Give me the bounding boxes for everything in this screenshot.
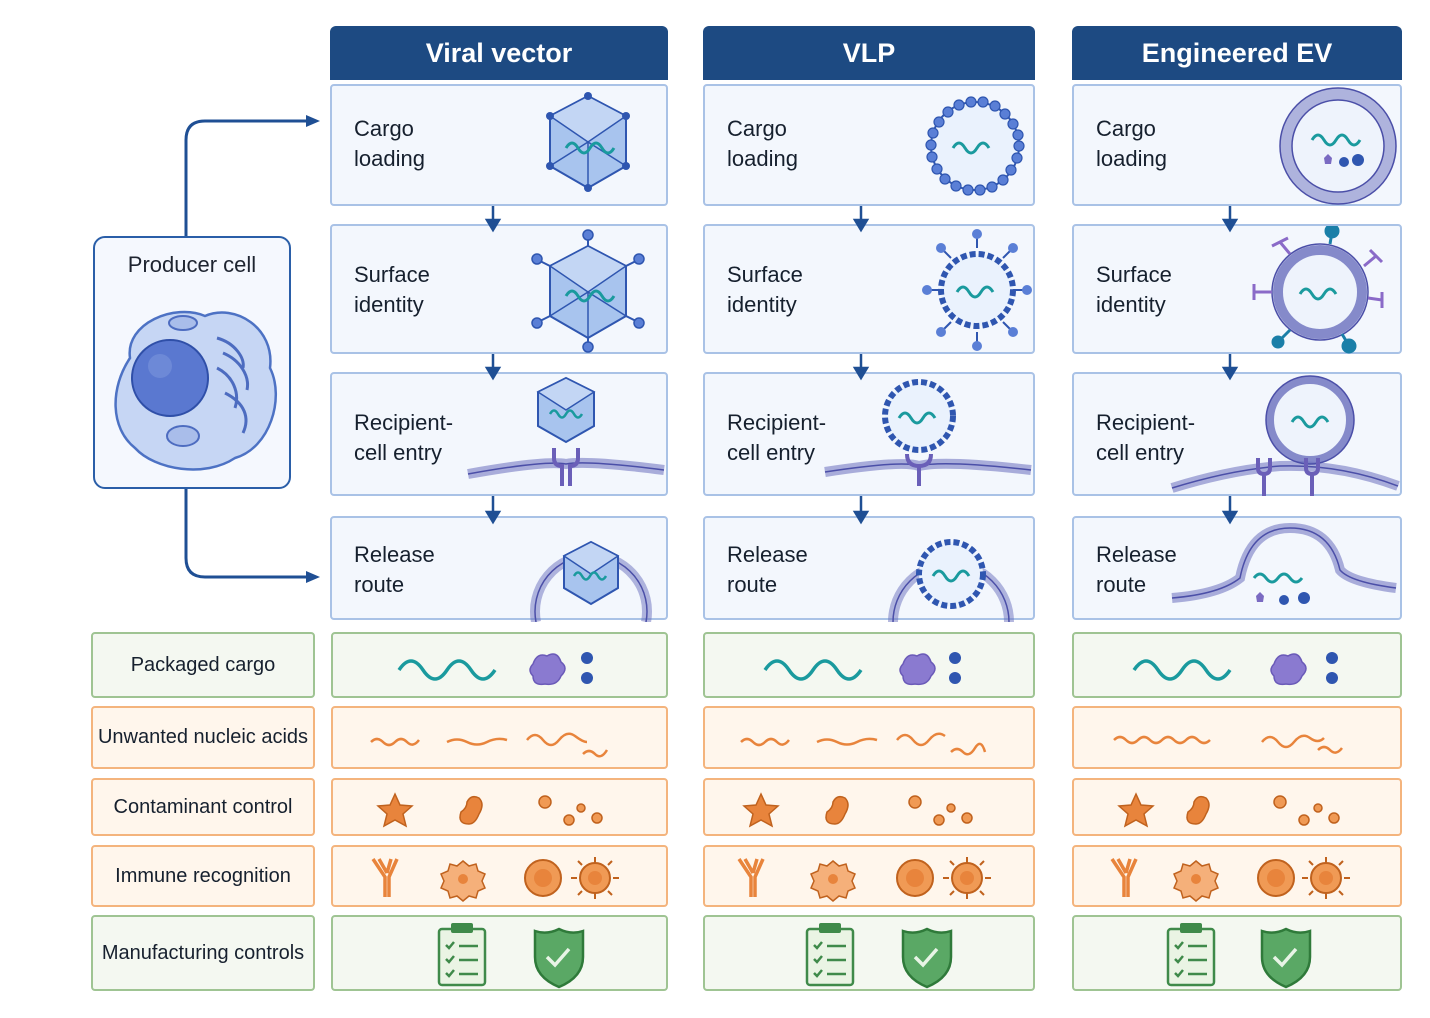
ev-nucleic-acids-cell xyxy=(1072,706,1402,769)
vlp-nucleic-acids-cell xyxy=(703,706,1035,769)
vlp-contaminant-cell xyxy=(703,778,1035,836)
vlp-in-endosome-icon xyxy=(888,539,1014,622)
ev-surface-identity-stage: Surface identity xyxy=(1072,224,1402,354)
capsid-with-spikes-icon xyxy=(531,229,645,353)
checklist-shield-icon xyxy=(805,923,953,989)
contaminant-particles-icon xyxy=(742,792,973,828)
row-label-unwanted-nucleic-acids: Unwanted nucleic acids xyxy=(91,706,315,769)
immune-antibody-cells-icon xyxy=(371,857,619,902)
ev-cargo-loading-stage: Cargo loading xyxy=(1072,84,1402,206)
column-header-viral-vector: Viral vector xyxy=(330,26,668,80)
viral-cargo-loading-stage: Cargo loading xyxy=(330,84,668,206)
stage-label: Release route xyxy=(354,542,435,597)
producer-cell-box: Producer cell xyxy=(93,236,291,489)
viral-surface-identity-stage: Surface identity xyxy=(330,224,668,354)
checklist-shield-icon xyxy=(1166,923,1312,989)
stage-label: Cargo loading xyxy=(727,116,798,171)
vlp-surface-identity-stage: Surface identity xyxy=(703,224,1035,354)
ev-manufacturing-cell xyxy=(1072,915,1402,991)
column-header-engineered-ev: Engineered EV xyxy=(1072,26,1402,80)
viral-packaged-cargo-cell xyxy=(331,632,668,698)
stage-label: Release route xyxy=(1096,542,1177,597)
stage-label: Recipient- cell entry xyxy=(727,410,827,465)
vlp-particle-icon xyxy=(925,96,1025,196)
producer-connector-arrows xyxy=(184,115,320,583)
ev-recipient-entry-stage: Recipient- cell entry xyxy=(1072,372,1402,496)
capsid-in-endosome-icon xyxy=(530,540,652,622)
nucleic-acid-fragments-icon xyxy=(1113,734,1343,754)
row-label-packaged-cargo: Packaged cargo xyxy=(91,632,315,698)
ev-release-route-stage: Release route xyxy=(1072,516,1402,620)
vlp-with-spikes-icon xyxy=(922,229,1032,351)
stage-label: Recipient- cell entry xyxy=(354,410,454,465)
viral-manufacturing-cell xyxy=(331,915,668,991)
ev-packaged-cargo-cell xyxy=(1072,632,1402,698)
contaminant-particles-icon xyxy=(376,792,603,828)
vlp-manufacturing-cell xyxy=(703,915,1035,991)
viral-nucleic-acids-cell xyxy=(331,706,668,769)
vlp-cargo-loading-stage: Cargo loading xyxy=(703,84,1035,206)
cargo-rna-protein-icon xyxy=(1132,652,1338,686)
stage-label: Surface identity xyxy=(1096,262,1172,317)
vlp-immune-cell xyxy=(703,845,1035,907)
stage-label: Surface identity xyxy=(354,262,430,317)
immune-antibody-cells-icon xyxy=(737,857,991,902)
stage-label: Recipient- cell entry xyxy=(1096,410,1196,465)
vlp-recipient-entry-stage: Recipient- cell entry xyxy=(703,372,1035,496)
ev-immune-cell xyxy=(1072,845,1402,907)
contaminant-particles-icon xyxy=(1117,792,1340,828)
stage-label: Release route xyxy=(727,542,808,597)
ev-with-ligands-icon xyxy=(1252,226,1384,354)
vlp-receptor-binding-icon xyxy=(824,379,1032,486)
viral-release-route-stage: Release route xyxy=(330,516,668,622)
cargo-rna-protein-icon xyxy=(397,652,593,686)
ev-contaminant-cell xyxy=(1072,778,1402,836)
vlp-packaged-cargo-cell xyxy=(703,632,1035,698)
viral-contaminant-cell xyxy=(331,778,668,836)
ev-receptor-binding-icon xyxy=(1170,375,1400,496)
row-label-manufacturing-controls: Manufacturing controls xyxy=(91,915,315,991)
stage-label: Cargo loading xyxy=(354,116,425,171)
stage-flow-arrows xyxy=(484,206,1239,525)
capsid-receptor-binding-icon xyxy=(467,376,665,486)
stage-label: Cargo loading xyxy=(1096,116,1167,171)
column-header-vlp: VLP xyxy=(703,26,1035,80)
stage-label: Surface identity xyxy=(727,262,803,317)
capsid-icon xyxy=(546,92,630,192)
viral-immune-cell xyxy=(331,845,668,907)
immune-antibody-cells-icon xyxy=(1110,857,1350,902)
nucleic-acid-fragments-icon xyxy=(370,732,609,758)
ev-membrane-fusion-icon xyxy=(1171,522,1397,605)
ev-vesicle-icon xyxy=(1279,87,1397,205)
viral-recipient-entry-stage: Recipient- cell entry xyxy=(330,372,668,496)
row-label-contaminant-control: Contaminant control xyxy=(91,778,315,836)
vlp-release-route-stage: Release route xyxy=(703,516,1035,622)
checklist-shield-icon xyxy=(437,923,585,989)
row-label-immune-recognition: Immune recognition xyxy=(91,845,315,907)
producer-cell-icon xyxy=(105,298,283,478)
cargo-rna-protein-icon xyxy=(763,652,961,686)
producer-cell-title: Producer cell xyxy=(127,252,257,277)
nucleic-acid-fragments-icon xyxy=(740,732,987,756)
